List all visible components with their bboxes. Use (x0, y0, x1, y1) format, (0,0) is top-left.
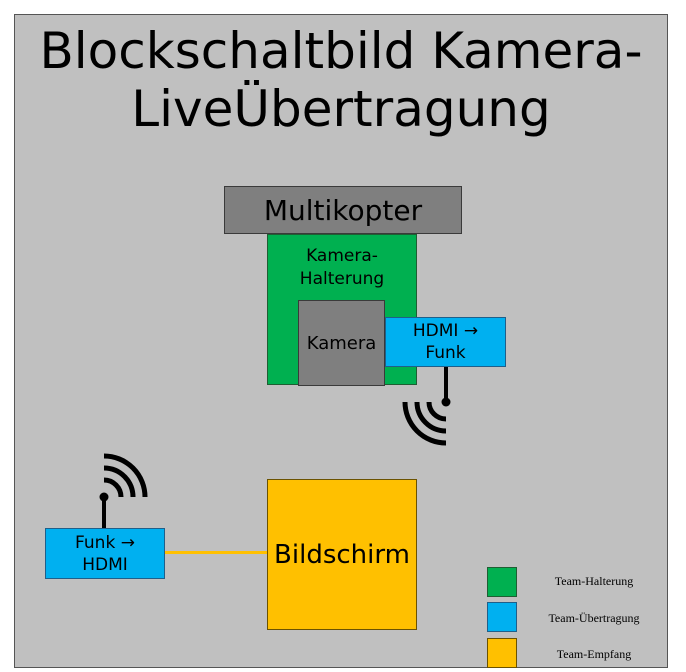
hdmi-funk-block: HDMI → Funk (385, 317, 506, 367)
legend-label-uebertragung: Team-Übertragung (548, 611, 640, 625)
legend-label-halterung: Team-Halterung (554, 574, 634, 588)
hdmi-funk-label: HDMI → Funk (412, 321, 479, 363)
kamera-block: Kamera (298, 300, 385, 386)
diagram-title: Blockschaltbild Kamera-LiveÜbertragung (14, 22, 668, 138)
legend-label-empfang: Team-Empfang (556, 647, 632, 661)
receiver-antenna-icon (99, 453, 148, 528)
transmitter-antenna-icon (402, 367, 451, 446)
kamera-label: Kamera (306, 332, 377, 354)
multikopter-block: Multikopter (224, 186, 462, 234)
funk-hdmi-label: Funk → HDMI (75, 532, 135, 575)
title-text: Blockschaltbild Kamera-LiveÜbertragung (39, 22, 643, 138)
bildschirm-block: Bildschirm (267, 479, 417, 630)
legend-swatch-halterung (487, 567, 517, 597)
legend-swatch-empfang (487, 638, 517, 668)
legend-swatch-uebertragung (487, 602, 517, 632)
bildschirm-label: Bildschirm (274, 539, 410, 570)
kamera-halterung-label: Kamera-Halterung (299, 246, 385, 289)
funk-hdmi-block: Funk → HDMI (45, 528, 165, 579)
hdmi-cable-connector (165, 551, 267, 554)
multikopter-label: Multikopter (263, 193, 423, 227)
